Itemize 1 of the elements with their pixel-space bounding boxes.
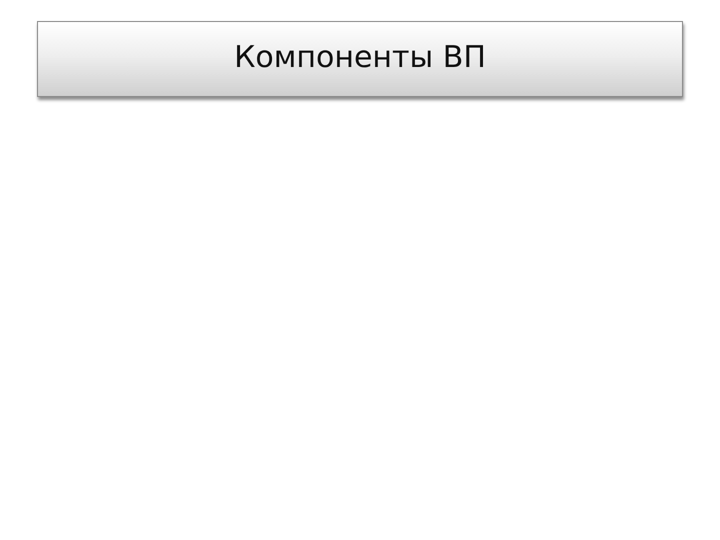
slide-title: Компоненты ВП — [234, 40, 486, 75]
